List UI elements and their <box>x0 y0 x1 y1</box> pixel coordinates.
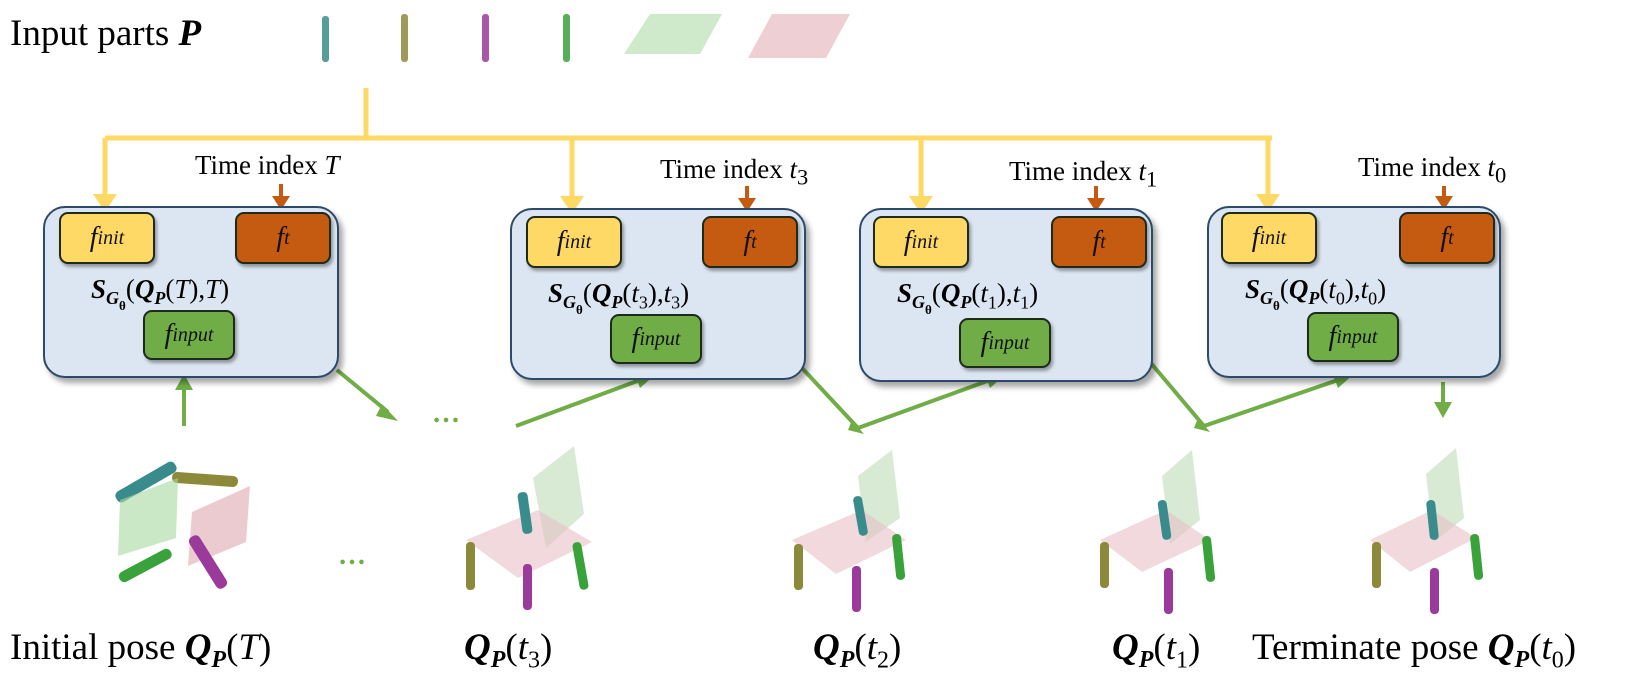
pose-label-terminate: Terminate pose QP(t0) <box>1252 627 1577 674</box>
chair-t3 <box>466 446 592 610</box>
orange-arrow-1 <box>272 184 290 210</box>
module-formula: SGθ(QP(t1),t1) <box>897 278 1039 317</box>
time-label-t3: Time index t3 <box>660 154 809 190</box>
pose-label-t2: QP(t2) <box>813 627 902 674</box>
time-arrows <box>272 184 1453 212</box>
green-arrow-up-first <box>175 374 193 426</box>
flow-arrows <box>175 360 1452 434</box>
input-parts-thumbnails <box>322 14 850 62</box>
title-text: Input parts <box>10 13 179 54</box>
yellow-arrow-1 <box>93 138 117 212</box>
time-label-T: Time index T <box>195 150 340 180</box>
pose-label-initial: Initial pose QP(T) <box>10 627 272 674</box>
chair-t0 <box>1370 448 1484 614</box>
module-formula: SGθ(QP(t0),t0) <box>1245 274 1387 313</box>
part-back <box>748 14 850 58</box>
yellow-arrow-3 <box>909 138 933 214</box>
green-arrow-down-last <box>1434 382 1452 418</box>
part-leg-purple <box>482 14 489 62</box>
initial-pose-parts <box>115 461 250 589</box>
part-leg-olive <box>401 14 408 62</box>
part-seat <box>624 14 722 54</box>
chair-t1 <box>1100 450 1216 614</box>
ellipsis-middle: … <box>432 398 462 429</box>
yellow-arrow-2 <box>560 138 584 214</box>
pose-label-t3: QP(t3) <box>464 627 553 674</box>
time-label-t0: Time index t0 <box>1358 152 1507 188</box>
pose-label-t1: QP(t1) <box>1112 627 1201 674</box>
time-label-t1: Time index t1 <box>1009 156 1158 192</box>
module-formula: SGθ(QP(T),T) <box>91 274 230 313</box>
part-leg-green <box>563 14 570 62</box>
input-parts-title: Input parts P <box>10 12 201 55</box>
module-formula: SGθ(QP(t3),t3) <box>548 278 690 317</box>
chair-t2 <box>792 450 906 612</box>
part-leg-teal <box>322 16 329 62</box>
title-symbol: P <box>178 13 202 54</box>
green-arrow-out-1 <box>335 368 398 421</box>
orange-arrow-3 <box>1087 186 1105 212</box>
orange-arrow-2 <box>738 186 756 212</box>
ellipsis-bottom: … <box>338 540 368 571</box>
green-arrow-in-2 <box>515 372 656 428</box>
input-distribution-arrows <box>93 88 1280 214</box>
yellow-arrow-4 <box>1256 138 1280 212</box>
orange-arrow-4 <box>1435 186 1453 210</box>
